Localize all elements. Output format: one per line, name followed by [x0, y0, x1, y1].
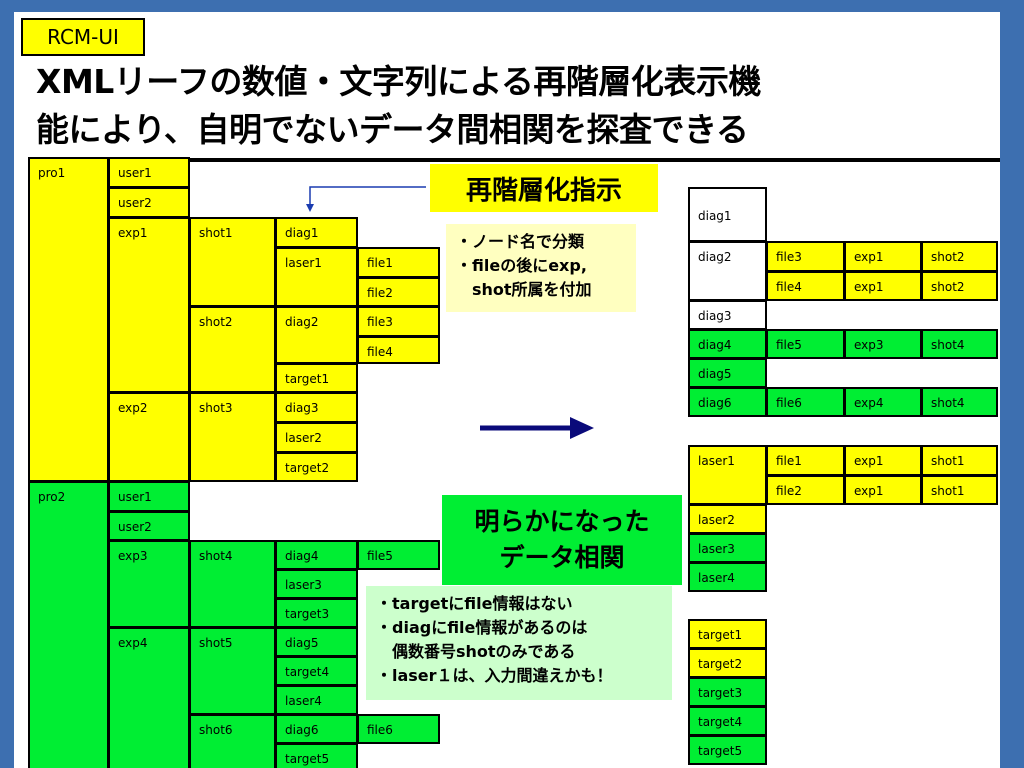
r-laser1-file[interactable]: file1 — [766, 445, 845, 476]
tree-laser3[interactable]: laser3 — [275, 569, 358, 599]
r-laser1[interactable]: laser1 — [688, 445, 767, 505]
tree-file5[interactable]: file5 — [357, 540, 440, 570]
title-line-2: 能により、自明でないデータ間相関を探査できる — [36, 110, 749, 149]
r-target1[interactable]: target1 — [688, 619, 767, 649]
r-laser1-shot[interactable]: shot1 — [921, 445, 998, 476]
found-correlation-tag: 明らかになった データ相関 — [442, 495, 682, 585]
instruction-line-2: ・fileの後にexp, — [456, 256, 587, 275]
tree-pro1[interactable]: pro1 — [28, 157, 109, 482]
r-target3[interactable]: target3 — [688, 677, 767, 707]
r-laser1b-file[interactable]: file2 — [766, 475, 845, 505]
tree-shot4[interactable]: shot4 — [189, 540, 276, 628]
instruction-line-3: shot所属を付加 — [456, 280, 592, 299]
tree-file6[interactable]: file6 — [357, 714, 440, 744]
r-laser1b-shot[interactable]: shot1 — [921, 475, 998, 505]
tree-user1[interactable]: user1 — [108, 157, 190, 188]
tree-diag4[interactable]: diag4 — [275, 540, 358, 570]
tree-laser1[interactable]: laser1 — [275, 247, 358, 307]
tree-user2[interactable]: user2 — [108, 187, 190, 218]
tree-diag5[interactable]: diag5 — [275, 627, 358, 657]
r-diag5[interactable]: diag5 — [688, 358, 767, 388]
tree-target3[interactable]: target3 — [275, 598, 358, 628]
r-diag2b-shot[interactable]: shot2 — [921, 271, 998, 301]
r-diag2[interactable]: diag2 — [688, 241, 767, 301]
tree-shot6[interactable]: shot6 — [189, 714, 276, 768]
tree-target2[interactable]: target2 — [275, 452, 358, 482]
r-diag6[interactable]: diag6 — [688, 387, 767, 417]
slide: RCM-UI XMLリーフの数値・文字列による再階層化表示機 能により、自明でな… — [14, 12, 1000, 768]
r-laser4[interactable]: laser4 — [688, 562, 767, 592]
tree-exp1[interactable]: exp1 — [108, 217, 190, 393]
tree-diag6[interactable]: diag6 — [275, 714, 358, 744]
transform-arrow-head — [570, 417, 594, 439]
tree-exp4[interactable]: exp4 — [108, 627, 190, 768]
found-line-1: 明らかになった — [474, 507, 650, 536]
tree-diag2[interactable]: diag2 — [275, 306, 358, 364]
tree-target5[interactable]: target5 — [275, 743, 358, 768]
findings-line-3: 偶数番号shotのみである — [376, 642, 576, 661]
tree-target1[interactable]: target1 — [275, 363, 358, 393]
findings-note: ・targetにfile情報はない ・diagにfile情報があるのは 偶数番号… — [366, 586, 672, 700]
r-target4[interactable]: target4 — [688, 706, 767, 736]
r-diag3[interactable]: diag3 — [688, 300, 767, 330]
r-diag4-file[interactable]: file5 — [766, 329, 845, 359]
r-diag4[interactable]: diag4 — [688, 329, 767, 359]
tree-file2[interactable]: file2 — [357, 277, 440, 307]
tree-shot1[interactable]: shot1 — [189, 217, 276, 307]
r-diag6-file[interactable]: file6 — [766, 387, 845, 417]
tree-laser2[interactable]: laser2 — [275, 422, 358, 453]
instruction-line-1: ・ノード名で分類 — [456, 232, 585, 251]
found-line-2: データ相関 — [499, 543, 625, 572]
r-diag1[interactable]: diag1 — [688, 187, 767, 242]
instruction-note: ・ノード名で分類 ・fileの後にexp, shot所属を付加 — [446, 224, 636, 312]
r-diag6-exp[interactable]: exp4 — [844, 387, 922, 417]
r-diag2b-file[interactable]: file4 — [766, 271, 845, 301]
tree-shot3[interactable]: shot3 — [189, 392, 276, 482]
tree-file4[interactable]: file4 — [357, 336, 440, 364]
r-target2[interactable]: target2 — [688, 648, 767, 678]
tree-shot2[interactable]: shot2 — [189, 306, 276, 393]
tree-user1-b[interactable]: user1 — [108, 481, 190, 512]
r-diag4-exp[interactable]: exp3 — [844, 329, 922, 359]
tree-target4[interactable]: target4 — [275, 656, 358, 686]
r-diag2-shot[interactable]: shot2 — [921, 241, 998, 272]
title-line-1: XMLリーフの数値・文字列による再階層化表示機 — [36, 62, 761, 101]
r-laser1-exp[interactable]: exp1 — [844, 445, 922, 476]
title-underline — [40, 158, 1000, 162]
r-laser3[interactable]: laser3 — [688, 533, 767, 563]
r-diag2-exp[interactable]: exp1 — [844, 241, 922, 272]
r-target5[interactable]: target5 — [688, 735, 767, 765]
slide-title: XMLリーフの数値・文字列による再階層化表示機 能により、自明でないデータ間相関… — [36, 58, 996, 154]
findings-line-2: ・diagにfile情報があるのは — [376, 618, 588, 637]
rehierarchize-tag: 再階層化指示 — [430, 164, 658, 212]
r-diag6-shot[interactable]: shot4 — [921, 387, 998, 417]
tree-user2-b[interactable]: user2 — [108, 511, 190, 541]
r-laser2[interactable]: laser2 — [688, 504, 767, 534]
tree-file3[interactable]: file3 — [357, 306, 440, 337]
tree-exp3[interactable]: exp3 — [108, 540, 190, 628]
instruction-pointer-line — [309, 186, 426, 205]
findings-line-1: ・targetにfile情報はない — [376, 594, 573, 613]
tree-shot5[interactable]: shot5 — [189, 627, 276, 715]
tree-diag3[interactable]: diag3 — [275, 392, 358, 423]
r-laser1b-exp[interactable]: exp1 — [844, 475, 922, 505]
tree-file1[interactable]: file1 — [357, 247, 440, 278]
tree-diag1[interactable]: diag1 — [275, 217, 358, 248]
instruction-pointer-arrowhead — [306, 204, 314, 212]
r-diag4-shot[interactable]: shot4 — [921, 329, 998, 359]
app-badge: RCM-UI — [21, 18, 145, 56]
tree-laser4[interactable]: laser4 — [275, 685, 358, 715]
r-diag2-file[interactable]: file3 — [766, 241, 845, 272]
tree-exp2[interactable]: exp2 — [108, 392, 190, 482]
tree-pro2[interactable]: pro2 — [28, 481, 109, 768]
r-diag2b-exp[interactable]: exp1 — [844, 271, 922, 301]
findings-line-4: ・laser１は、入力間違えかも！ — [376, 666, 613, 685]
